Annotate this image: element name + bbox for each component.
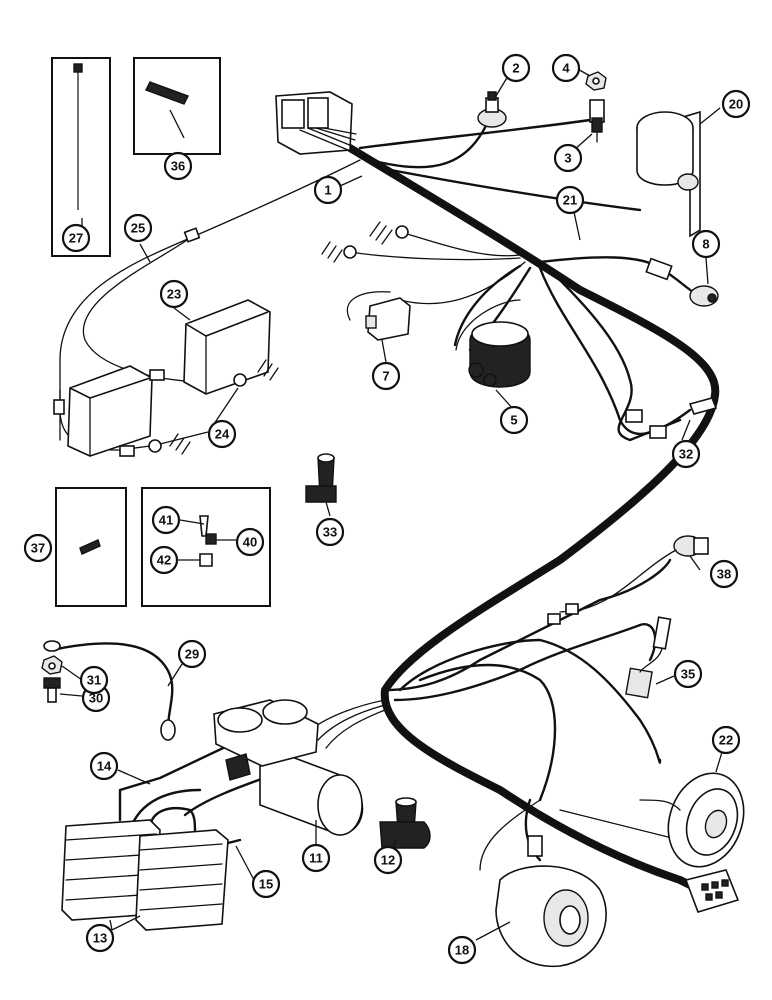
svg-text:13: 13 (93, 931, 107, 946)
callout-2: 2 (501, 53, 531, 83)
svg-text:41: 41 (159, 513, 173, 528)
sensor-38 (547, 535, 709, 625)
callout-21: 21 (555, 185, 585, 215)
battery-13 (61, 819, 229, 931)
svg-text:36: 36 (171, 159, 185, 174)
svg-text:14: 14 (97, 759, 112, 774)
callout-1: 1 (313, 175, 343, 205)
callout-13: 13 (85, 923, 115, 953)
svg-text:3: 3 (564, 151, 571, 166)
svg-text:11: 11 (309, 851, 323, 866)
callout-14: 14 (89, 751, 119, 781)
leader-lines (59, 67, 723, 941)
inset-box-37 (55, 487, 127, 607)
svg-text:38: 38 (717, 567, 731, 582)
callout-23: 23 (159, 279, 189, 309)
callout-3: 3 (553, 143, 583, 173)
solenoid-5 (455, 299, 531, 388)
callout-25: 25 (123, 213, 153, 243)
connector-block (275, 91, 357, 155)
svg-text:23: 23 (167, 287, 181, 302)
svg-text:25: 25 (131, 221, 145, 236)
callout-38: 38 (709, 559, 739, 589)
connector-plug (684, 869, 740, 913)
callout-33: 33 (315, 517, 345, 547)
callout-12: 12 (373, 845, 403, 875)
callout-32: 32 (671, 439, 701, 469)
fitting-33 (305, 453, 337, 503)
svg-text:33: 33 (323, 525, 337, 540)
callout-40: 40 (235, 527, 265, 557)
callout-31: 31 (79, 665, 109, 695)
svg-text:2: 2 (512, 61, 519, 76)
connector-32 (625, 397, 718, 439)
sensor-35 (625, 616, 672, 699)
svg-text:1: 1 (324, 183, 331, 198)
nut-31 (41, 640, 63, 675)
callout-42: 42 (149, 545, 179, 575)
callout-24: 24 (207, 419, 237, 449)
svg-text:15: 15 (259, 877, 273, 892)
callout-37: 37 (23, 533, 53, 563)
callout-15: 15 (251, 869, 281, 899)
svg-text:5: 5 (510, 413, 517, 428)
callout-8: 8 (691, 229, 721, 259)
callout-4: 4 (551, 53, 581, 83)
svg-text:18: 18 (455, 943, 469, 958)
fitting-12 (379, 797, 431, 849)
callout-18: 18 (447, 935, 477, 965)
nut-4 (585, 71, 607, 91)
switch-7 (346, 291, 411, 341)
callout-22: 22 (711, 725, 741, 755)
starter-motor-11 (213, 699, 364, 836)
bolt-30 (43, 677, 61, 703)
sensor-3 (589, 99, 605, 143)
svg-text:12: 12 (381, 853, 395, 868)
regulator-23 (183, 299, 271, 395)
component-20 (636, 110, 701, 238)
pulley-22 (639, 772, 745, 868)
svg-text:35: 35 (681, 667, 695, 682)
callout-20: 20 (721, 89, 751, 119)
svg-text:42: 42 (157, 553, 171, 568)
svg-text:37: 37 (31, 541, 45, 556)
svg-text:7: 7 (382, 369, 389, 384)
svg-text:22: 22 (719, 733, 733, 748)
inset-box-27 (51, 57, 111, 257)
alternator-18 (495, 835, 607, 968)
svg-text:21: 21 (563, 193, 577, 208)
callout-5: 5 (499, 405, 529, 435)
callout-11: 11 (301, 843, 331, 873)
callout-35: 35 (673, 659, 703, 689)
callout-36: 36 (163, 151, 193, 181)
module-24 (67, 365, 153, 457)
main-harness-trunk (346, 144, 720, 899)
svg-text:29: 29 (185, 647, 199, 662)
svg-text:30: 30 (89, 691, 103, 706)
svg-text:40: 40 (243, 535, 257, 550)
ground-cable-29 (50, 642, 174, 727)
svg-text:8: 8 (702, 237, 709, 252)
inset-box-36 (133, 57, 221, 155)
svg-text:20: 20 (729, 97, 743, 112)
sensor-8 (645, 257, 719, 307)
svg-text:24: 24 (215, 427, 230, 442)
callout-7: 7 (371, 361, 401, 391)
svg-text:27: 27 (69, 231, 83, 246)
callout-27: 27 (61, 223, 91, 253)
callout-41: 41 (151, 505, 181, 535)
svg-text:32: 32 (679, 447, 693, 462)
ground-terminals (148, 221, 409, 455)
callout-29: 29 (177, 639, 207, 669)
harness-branch-upper (358, 118, 592, 150)
svg-text:4: 4 (562, 61, 570, 76)
svg-text:31: 31 (87, 673, 101, 688)
sensor-2 (477, 91, 507, 128)
